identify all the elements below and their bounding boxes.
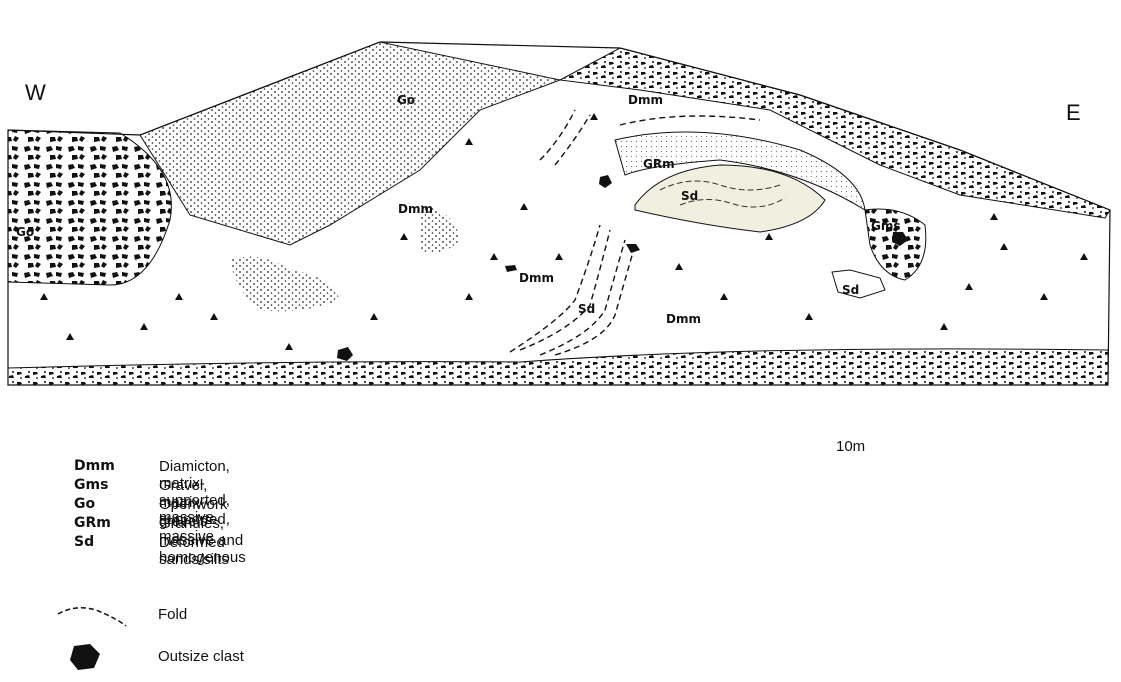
- legend-code: Sd: [74, 534, 94, 550]
- section-outline: [8, 42, 1110, 385]
- label-sd-upper: Sd: [681, 189, 698, 203]
- label-dmm-center: Dmm: [519, 271, 554, 285]
- legend-code: Go: [74, 496, 95, 512]
- legend-fold-label: Fold: [158, 606, 187, 623]
- legend-outsize-clast-label: Outsize clast: [158, 648, 244, 665]
- outsize-clast-icon: [56, 642, 136, 672]
- label-dmm-mid: Dmm: [398, 202, 433, 216]
- label-dmm-lower: Dmm: [666, 312, 701, 326]
- legend-code: Gms: [74, 477, 108, 493]
- legend-fold: Fold: [56, 600, 316, 630]
- legend-outsize-clast: Outsize clast: [56, 642, 316, 672]
- legend-code: GRm: [74, 515, 111, 531]
- label-go-top: Go: [397, 93, 415, 107]
- fold-symbol-icon: [56, 600, 136, 630]
- label-gms: Gms: [871, 219, 901, 233]
- label-grm: GRm: [643, 157, 675, 171]
- label-sd-mid: Sd: [578, 302, 595, 316]
- label-sd-right: Sd: [842, 283, 859, 297]
- stratigraphic-section: Go Go Dmm Dmm Dmm Dmm GRm Sd Sd Sd Gms: [0, 0, 1121, 400]
- label-go-left: Go: [16, 225, 34, 239]
- label-dmm-top: Dmm: [628, 93, 663, 107]
- scale-bar-label: 10m: [836, 438, 865, 455]
- legend-description: Deformed sands/silts: [159, 534, 229, 568]
- go-left-unit: [8, 130, 171, 285]
- legend-code: Dmm: [74, 458, 115, 474]
